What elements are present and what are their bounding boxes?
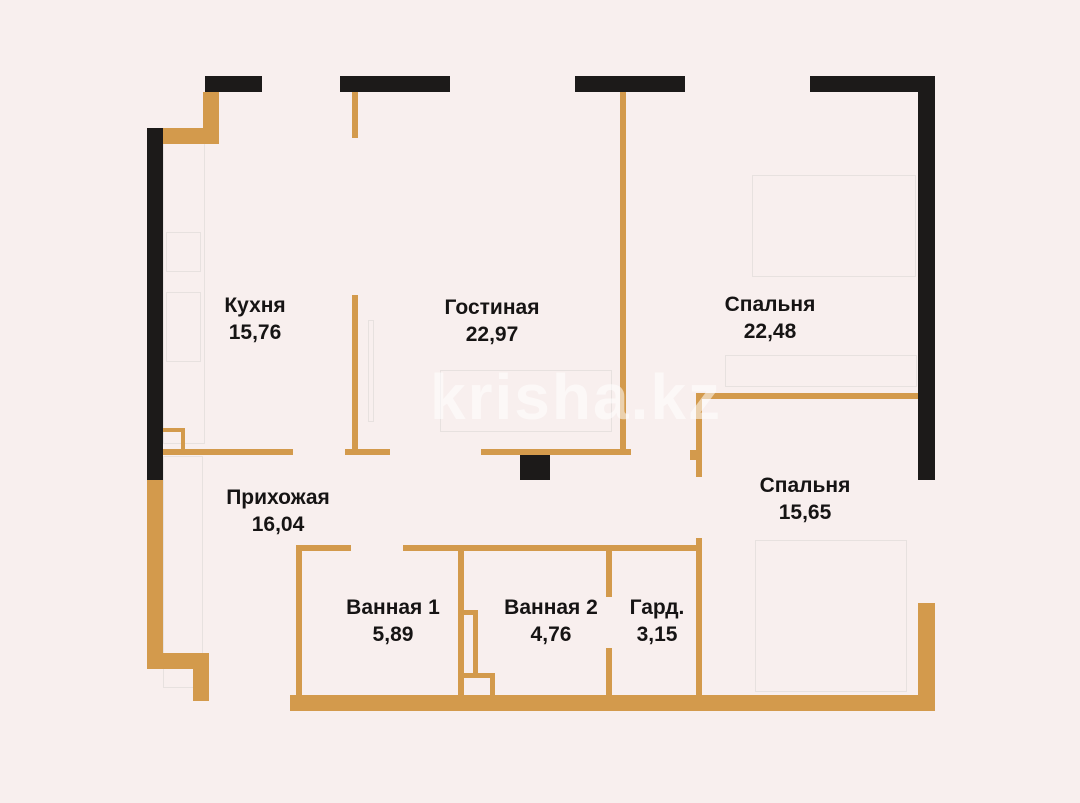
wall-bath1-left xyxy=(296,545,302,700)
wall-hall-top-1 xyxy=(163,449,293,455)
wall-exterior-right-lower xyxy=(918,603,935,711)
wall-kitchen-jog-h xyxy=(163,128,219,144)
furniture-wardrobe-main xyxy=(725,355,917,387)
room-kitchen: Кухня 15,76 xyxy=(224,292,285,346)
room-area: 16,04 xyxy=(251,513,305,536)
wall-bath1-bath2 xyxy=(458,545,464,695)
room-bedroom-1: Спальня 22,48 xyxy=(725,291,816,345)
room-area: 22,97 xyxy=(465,323,519,346)
room-name: Гостиная xyxy=(444,296,540,319)
wall-exterior-left-jog-v xyxy=(193,653,209,701)
room-area: 4,76 xyxy=(530,623,572,646)
wall-bath-top-2 xyxy=(403,545,699,551)
room-name: Прихожая xyxy=(226,486,330,509)
wall-exterior-top-4 xyxy=(810,76,935,92)
furniture-hall-closet xyxy=(163,456,203,688)
wall-exterior-top-1 xyxy=(205,76,262,92)
wall-hall-top-3 xyxy=(481,449,631,455)
room-name: Спальня xyxy=(759,474,851,497)
room-hallway: Прихожая 16,04 xyxy=(226,484,330,538)
furniture-tv-stand xyxy=(368,320,374,422)
room-wardrobe: Гард. 3,15 xyxy=(630,594,685,648)
wall-living-bedroom xyxy=(620,92,626,455)
wall-hall-stub xyxy=(690,450,696,460)
wall-bedroom2-top xyxy=(696,393,918,399)
furniture-sofa xyxy=(440,370,612,432)
wall-shaft-v xyxy=(473,610,478,675)
room-area: 5,89 xyxy=(372,623,414,646)
room-area: 15,76 xyxy=(228,321,282,344)
wall-exterior-left-lower xyxy=(147,480,163,660)
wall-exterior-right xyxy=(918,76,935,480)
room-area: 3,15 xyxy=(636,623,678,646)
wall-exterior-top-3 xyxy=(575,76,685,92)
room-name: Ванная 1 xyxy=(346,596,440,619)
furniture-bed-main xyxy=(752,175,916,277)
room-living: Гостиная 22,97 xyxy=(445,294,540,348)
room-name: Гард. xyxy=(629,596,685,619)
furniture-stove-icon xyxy=(166,232,201,272)
wall-kitchen-niche-v xyxy=(181,428,185,450)
wall-kitchen-niche xyxy=(163,428,185,432)
watermark: krisha.kz xyxy=(430,361,722,433)
room-bath-2: Ванная 2 4,76 xyxy=(504,594,598,648)
wall-bedroom2-left-top xyxy=(696,393,702,477)
wall-exterior-left xyxy=(147,128,163,480)
wall-bath-top-1 xyxy=(296,545,351,551)
wall-hall-top-2 xyxy=(345,449,390,455)
wall-shaft-right xyxy=(490,673,495,698)
wall-exterior-bottom xyxy=(290,695,935,711)
wall-shaft-h xyxy=(458,610,476,615)
wall-exterior-top-2 xyxy=(340,76,450,92)
room-area: 22,48 xyxy=(743,320,797,343)
wall-kitchen-living-top xyxy=(352,92,358,138)
room-bath-1: Ванная 1 5,89 xyxy=(346,594,440,648)
wall-shaft-bottom xyxy=(458,673,494,678)
room-name: Ванная 2 xyxy=(504,596,598,619)
wall-kitchen-living-bottom xyxy=(352,295,358,455)
room-name: Спальня xyxy=(724,293,816,316)
furniture-sink-icon xyxy=(166,292,201,362)
room-area: 15,65 xyxy=(778,501,832,524)
furniture-bed-second xyxy=(755,540,907,692)
wall-wardrobe-right xyxy=(696,545,702,695)
wall-bath2-wardrobe-top xyxy=(606,545,612,597)
wall-bath2-wardrobe-bottom xyxy=(606,648,612,698)
column xyxy=(520,450,550,480)
room-bedroom-2: Спальня 15,65 xyxy=(760,472,851,526)
room-name: Кухня xyxy=(224,294,286,317)
